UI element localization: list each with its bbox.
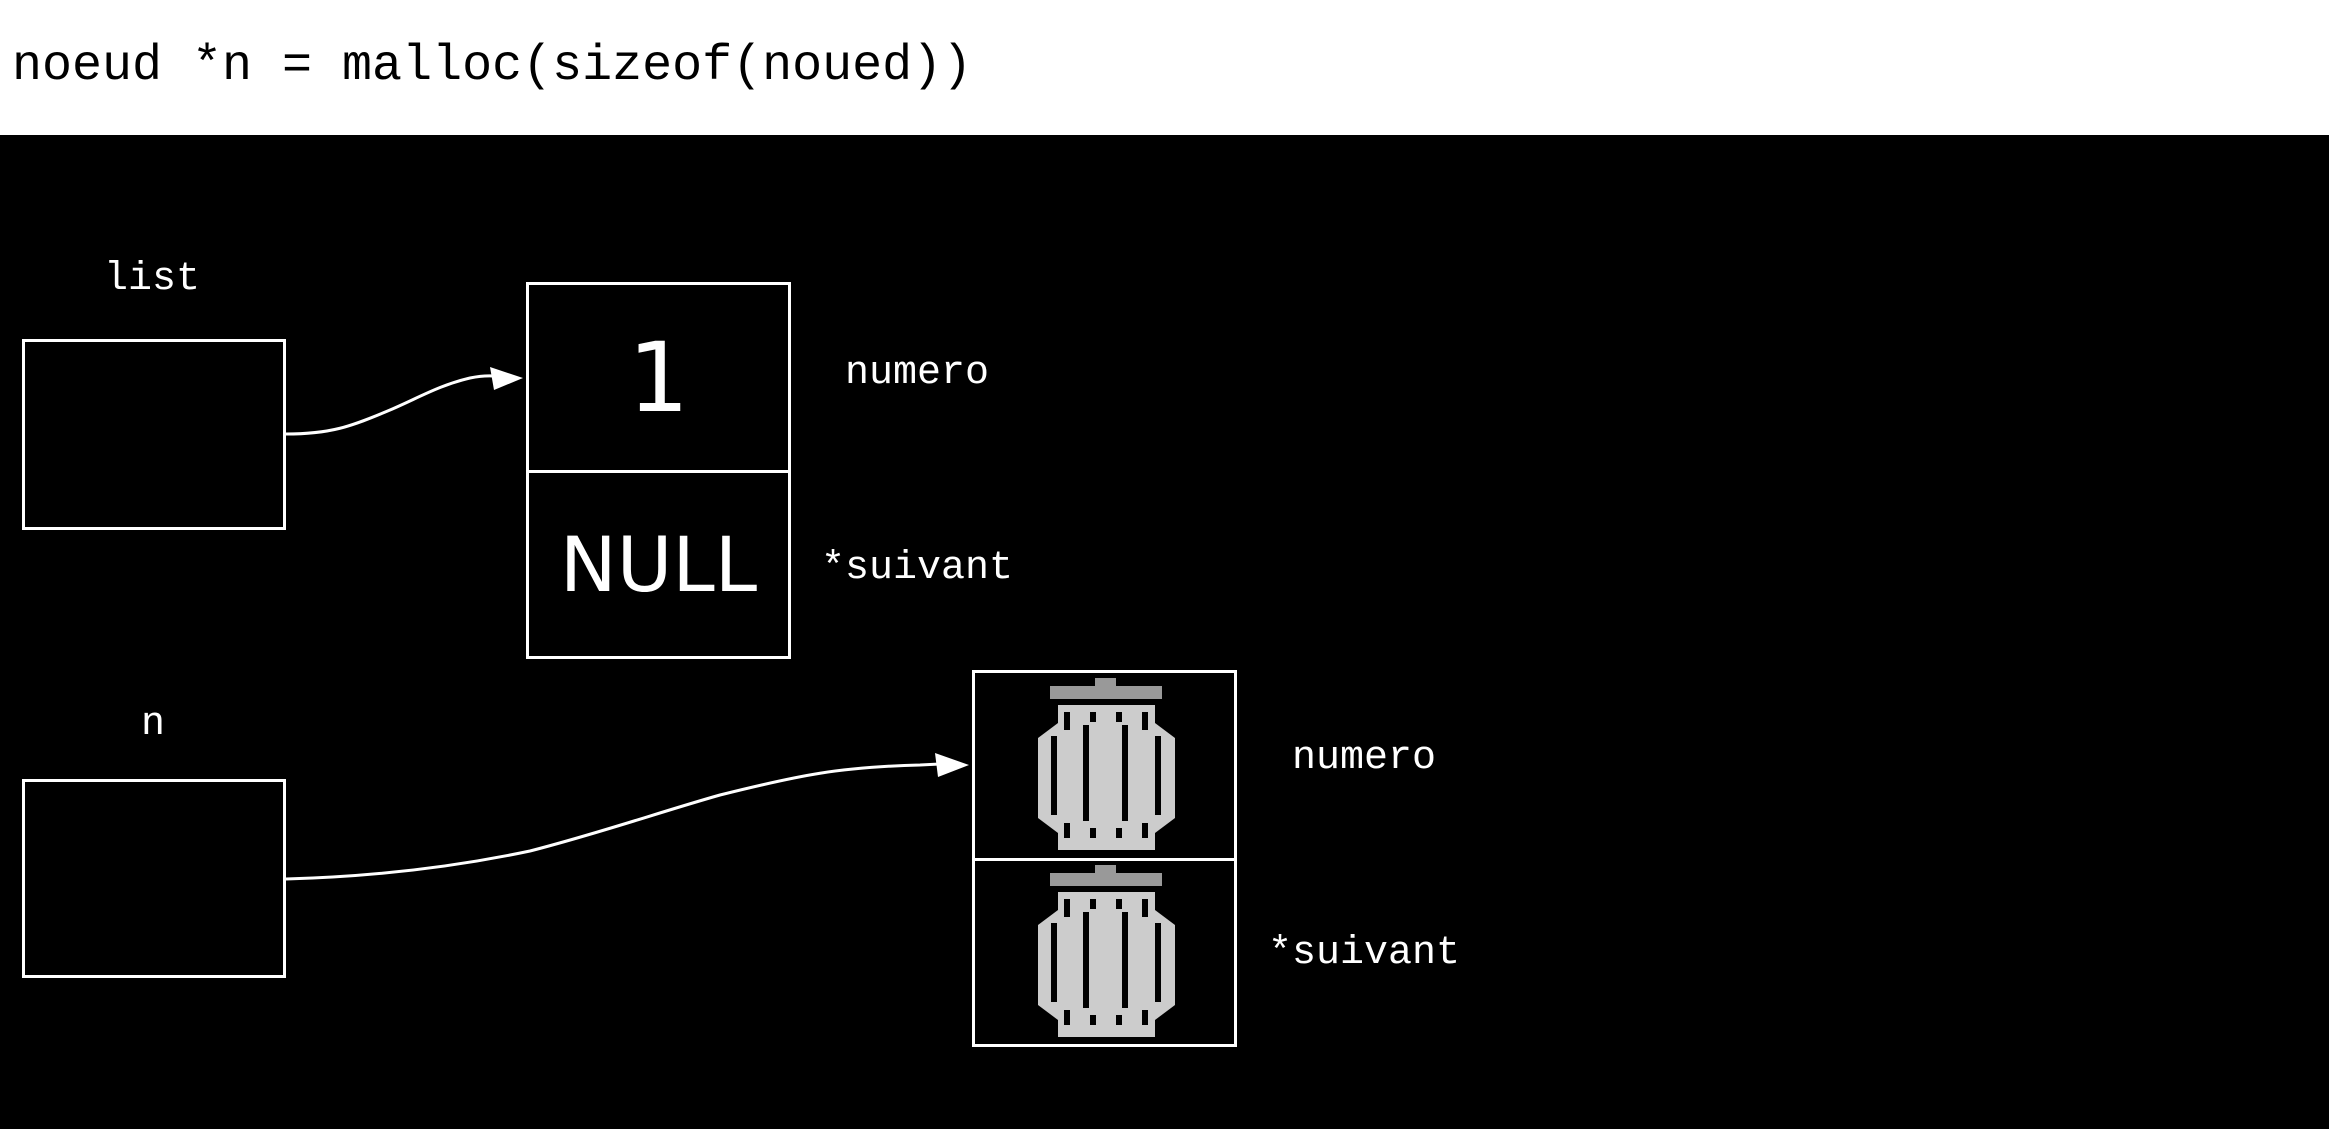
- node-1-numero-cell: 1: [529, 285, 788, 473]
- arrowhead-icon: [490, 367, 523, 390]
- pointer-box-list: [22, 339, 286, 530]
- node-2-numero-cell: [975, 673, 1234, 861]
- node-1-suivant-label: *suivant: [821, 546, 1014, 591]
- node-1-numero-label: numero: [845, 351, 990, 396]
- node-1-suivant-cell: NULL: [529, 473, 788, 656]
- arrow-n-to-node-2: [285, 762, 941, 881]
- node-1: 1 NULL: [526, 282, 791, 659]
- pointer-label-n: n: [141, 702, 166, 747]
- node-1-numero-value: 1: [627, 321, 690, 434]
- diagram-canvas: list 1 NULL numero *suivant n numero *su…: [0, 135, 2329, 1129]
- pointer-label-list: list: [104, 257, 201, 302]
- node-1-suivant-value: NULL: [559, 520, 758, 609]
- arrowhead-icon: [935, 753, 969, 777]
- code-line: noeud *n = malloc(sizeof(noued)): [12, 38, 973, 95]
- node-2-numero-label: numero: [1292, 736, 1437, 781]
- arrows-layer: [285, 367, 969, 881]
- node-2-suivant-label: *suivant: [1268, 931, 1461, 976]
- code-header: noeud *n = malloc(sizeof(noued)): [0, 0, 2329, 135]
- arrow-list-to-node-1: [285, 374, 499, 436]
- pointer-box-n: [22, 779, 286, 978]
- node-2: [972, 670, 1237, 1047]
